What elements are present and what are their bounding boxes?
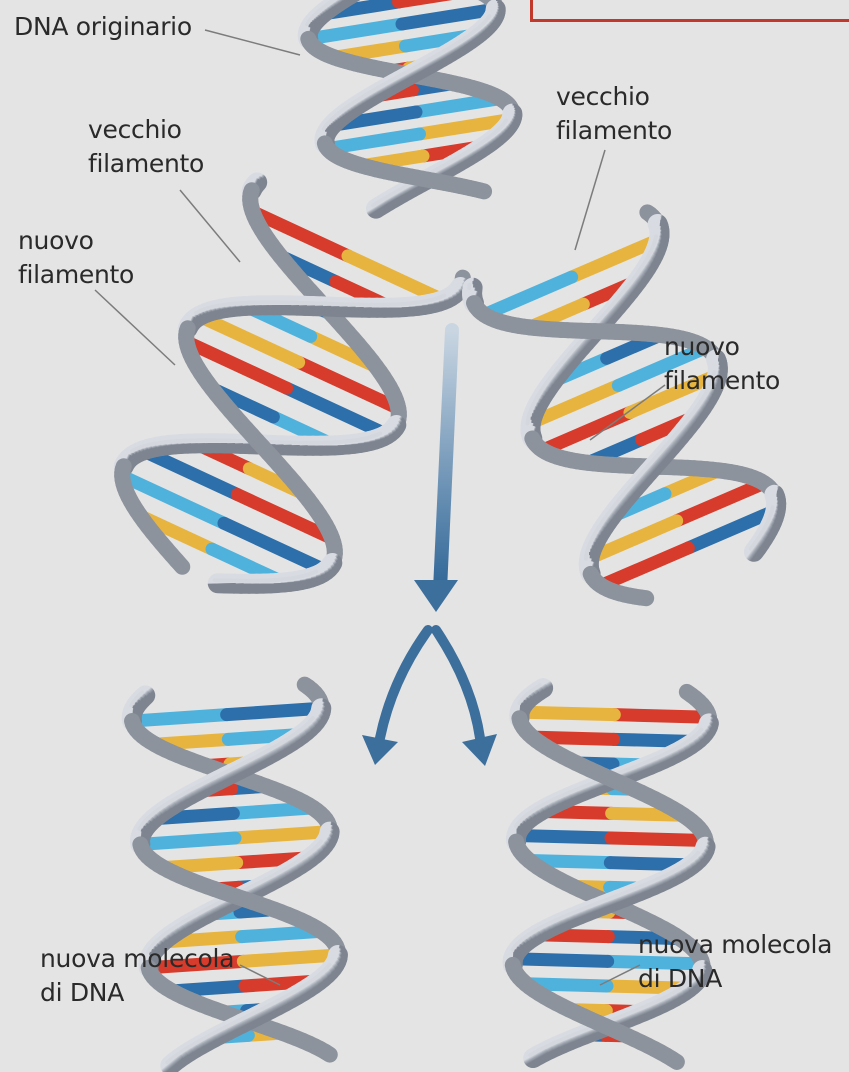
- label-nuovo-filamento-left: nuovo filamento: [18, 224, 134, 292]
- label-nuovo-right-line2: filamento: [664, 364, 780, 398]
- label-vecchio-left-line2: filamento: [88, 147, 204, 181]
- base-segment: [235, 832, 330, 838]
- label-dna-originario: DNA originario: [14, 10, 192, 44]
- backbone-strand-a: [376, 206, 380, 209]
- leader-dna-originario: [205, 30, 300, 55]
- base-segment: [520, 712, 615, 715]
- arrow-branch-left: [380, 630, 428, 738]
- helix-dna-originario: [307, 0, 512, 209]
- base-segment: [611, 838, 706, 841]
- arrow-stem: [440, 330, 452, 590]
- helix-new-molecule-right: [513, 685, 710, 1062]
- base-segment: [140, 838, 235, 844]
- backbone-strand-a: [177, 561, 182, 567]
- leader-vecchio-right: [575, 150, 605, 250]
- label-vecchio-right-line2: filamento: [556, 114, 672, 148]
- backbone-strand-a: [325, 1052, 329, 1055]
- backbone-strand-a: [533, 1055, 538, 1058]
- base-segment: [614, 715, 709, 718]
- backbone-strand-a-highlight: [516, 823, 518, 826]
- backbone-strand-b-highlight: [167, 1059, 171, 1062]
- backbone-strand-b: [640, 597, 646, 598]
- label-molecola-right-line1: nuova molecola: [638, 928, 832, 962]
- label-molecola-left-line2: di DNA: [40, 976, 234, 1010]
- arrow-head-right: [462, 734, 497, 766]
- backbone-strand-a-highlight: [751, 544, 754, 549]
- backbone-strand-b-highlight: [324, 127, 325, 129]
- base-segment: [513, 959, 608, 962]
- arrow-head-left: [362, 735, 398, 765]
- backbone-strand-a-highlight: [373, 203, 377, 206]
- backbone-strand-a-highlight: [530, 1052, 535, 1055]
- base-segment: [399, 0, 476, 2]
- leader-vecchio-left: [180, 190, 240, 262]
- backbone-strand-b-highlight: [519, 700, 521, 703]
- backbone-strand-b: [672, 1059, 677, 1062]
- label-nuova-molecola-left: nuova molecola di DNA: [40, 942, 234, 1010]
- leader-nuovo-left: [95, 290, 175, 365]
- label-vecchio-right-line1: vecchio: [556, 80, 672, 114]
- helix-replicating-left: [122, 182, 463, 583]
- label-nuovo-filamento-right: nuovo filamento: [664, 330, 780, 398]
- base-segment: [516, 835, 611, 838]
- arrow-head-down: [414, 580, 458, 612]
- label-molecola-right-line2: di DNA: [638, 962, 832, 996]
- label-vecchio-filamento-right: vecchio filamento: [556, 80, 672, 148]
- helix-replicating-right: [469, 212, 776, 598]
- base-segment: [227, 708, 322, 714]
- backbone-strand-a: [754, 547, 757, 552]
- backbone-strand-b-highlight: [139, 826, 141, 829]
- base-segment: [328, 134, 420, 149]
- backbone-strand-b: [170, 1062, 174, 1065]
- base-segment: [243, 955, 338, 961]
- backbone-strand-a-highlight: [307, 22, 308, 24]
- label-nuovo-right-line1: nuovo: [664, 330, 780, 364]
- label-molecola-left-line1: nuova molecola: [40, 942, 234, 976]
- label-vecchio-left-line1: vecchio: [88, 113, 204, 147]
- base-segment: [132, 715, 227, 721]
- label-nuovo-left-line1: nuovo: [18, 224, 134, 258]
- label-dna-originario-text: DNA originario: [14, 10, 192, 44]
- arrow-branch-right: [436, 630, 480, 738]
- backbone-strand-b-highlight: [196, 311, 200, 313]
- backbone-strand-a-highlight: [131, 702, 133, 705]
- backbone-strand-b-highlight: [513, 947, 515, 950]
- backbone-strand-a-highlight: [132, 449, 136, 451]
- label-nuova-molecola-right: nuova molecola di DNA: [638, 928, 832, 996]
- label-nuovo-left-line2: filamento: [18, 258, 134, 292]
- backbone-strand-b: [479, 190, 484, 191]
- label-vecchio-filamento-left: vecchio filamento: [88, 113, 204, 181]
